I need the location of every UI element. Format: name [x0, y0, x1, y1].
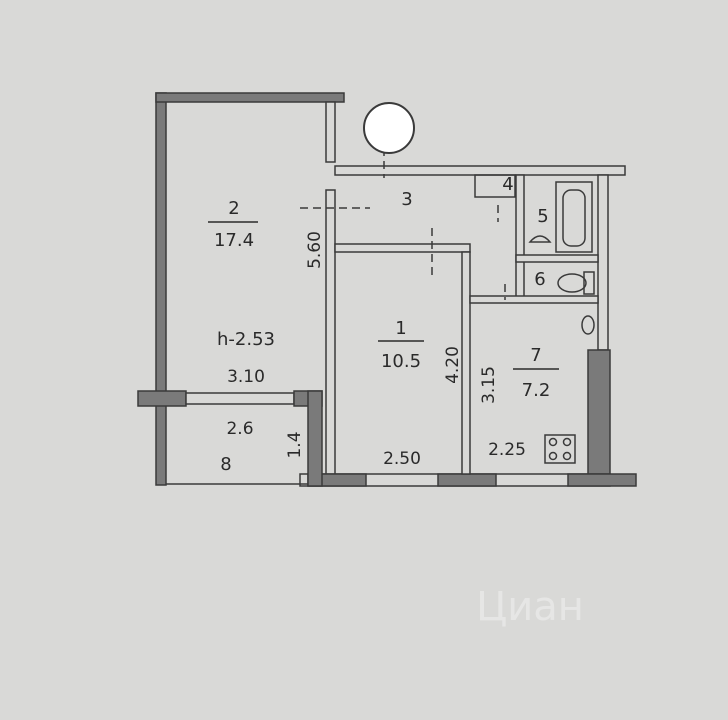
wall-bottom-segment-c [567, 473, 637, 487]
balcony-width: 1.4 [285, 431, 305, 458]
room-2-length: 5.60 [305, 231, 325, 269]
wall-left [155, 92, 167, 486]
room-7-number: 7 [530, 345, 541, 366]
watermark: Циан [476, 584, 584, 630]
ceiling-height: h-2.53 [217, 329, 275, 350]
wall-room2-right-upper [325, 101, 336, 163]
compass-icon [363, 102, 415, 154]
wall-right-column [587, 349, 611, 486]
sink-kitchen-icon [581, 315, 595, 335]
toilet-icon [557, 271, 595, 295]
room-1-width: 2.50 [383, 449, 421, 469]
room-7-area: 7.2 [522, 380, 551, 401]
closet-4-outline [474, 174, 516, 198]
room-7-width: 2.25 [488, 440, 526, 460]
room-5-number: 5 [537, 206, 548, 227]
room-2-area: 17.4 [214, 230, 254, 251]
sink-icon [528, 235, 552, 243]
room-4-number: 4 [502, 174, 513, 195]
room-1-length: 4.20 [443, 346, 463, 384]
wall-bath-left [515, 174, 525, 301]
room-2-width: 3.10 [227, 367, 265, 387]
room-3-number: 3 [401, 189, 412, 210]
balcony-window [185, 392, 295, 405]
bathtub-icon [555, 181, 593, 253]
wall-bottom-segment-b [437, 473, 497, 487]
wall-wc-bottom [469, 295, 599, 304]
wall-balcony-left [137, 390, 187, 407]
wall-room1-right [461, 251, 471, 475]
wall-room1-top [334, 243, 471, 253]
walls [137, 92, 637, 487]
wall-top-room2 [155, 92, 345, 103]
room-7-length: 3.15 [479, 366, 499, 404]
room-2-number: 2 [228, 198, 239, 219]
wall-balcony-side [307, 390, 323, 487]
balcony-length: 2.6 [226, 419, 253, 439]
room-8-number: 8 [220, 454, 231, 475]
wall-right [597, 174, 609, 351]
stove-icon [544, 434, 576, 464]
room-1-area: 10.5 [381, 351, 421, 372]
room-1-number: 1 [395, 318, 406, 339]
wall-room2-right-lower [325, 189, 336, 477]
wall-bath-wc [515, 254, 599, 263]
wall-top-hall [334, 165, 626, 176]
room-6-number: 6 [534, 269, 545, 290]
